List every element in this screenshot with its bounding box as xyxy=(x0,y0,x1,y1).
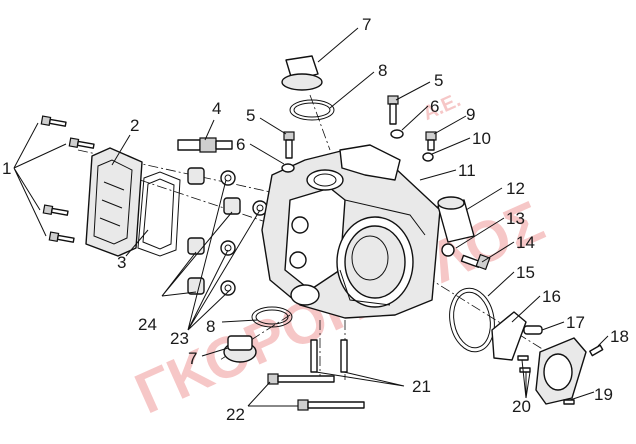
callout-8-top: 8 xyxy=(378,61,387,80)
callout-1: 1 xyxy=(2,159,11,178)
dowel-17 xyxy=(523,325,543,335)
washer-6-left xyxy=(281,163,295,173)
cap-nuts-and-washers xyxy=(187,167,268,296)
long-bolts-22 xyxy=(267,373,365,411)
intake-pipe xyxy=(437,196,475,243)
washer-13 xyxy=(441,243,455,257)
callout-13: 13 xyxy=(506,209,525,228)
callout-3: 3 xyxy=(117,253,126,272)
callout-22: 22 xyxy=(226,405,245,424)
callout-12: 12 xyxy=(506,179,525,198)
drain-plug-7-lower xyxy=(223,335,257,363)
cover-gasket xyxy=(137,171,181,257)
callout-11: 11 xyxy=(458,161,476,180)
callout-8-lower: 8 xyxy=(206,317,215,336)
callout-23: 23 xyxy=(170,329,189,348)
gasket-16 xyxy=(491,311,527,361)
callout-17: 17 xyxy=(566,313,585,332)
callout-4: 4 xyxy=(212,99,221,118)
washer-6-right xyxy=(390,129,404,139)
o-ring-top xyxy=(289,99,335,121)
callout-20: 20 xyxy=(512,397,531,416)
callout-18: 18 xyxy=(610,327,629,346)
sensor-9 xyxy=(425,131,437,151)
callout-2: 2 xyxy=(130,116,139,135)
callout-6-right: 6 xyxy=(430,97,439,116)
callout-6-left: 6 xyxy=(236,135,245,154)
bolt-5-right xyxy=(387,95,399,125)
callout-numbers: 1 2 3 4 5 6 7 8 5 6 9 10 11 12 13 14 15 … xyxy=(2,15,629,424)
valve-cover xyxy=(85,147,143,257)
callout-16: 16 xyxy=(542,287,561,306)
washer-10 xyxy=(422,152,434,162)
bolt-set-1 xyxy=(40,115,95,243)
o-ring-8-lower xyxy=(251,306,293,328)
callout-14: 14 xyxy=(516,233,535,252)
callout-19: 19 xyxy=(594,385,613,404)
callout-9: 9 xyxy=(466,105,475,124)
leader-lines xyxy=(13,27,609,407)
callout-5-left: 5 xyxy=(246,106,255,125)
o-ring-15 xyxy=(449,287,495,353)
cylinder-head xyxy=(261,144,441,319)
oil-filler-cap xyxy=(281,55,323,91)
screws-20 xyxy=(517,355,575,405)
side-cover-19 xyxy=(535,337,587,405)
spark-plug xyxy=(177,137,233,153)
callout-7-top: 7 xyxy=(362,15,371,34)
callout-21: 21 xyxy=(412,377,431,396)
bolt-14 xyxy=(460,253,491,271)
callout-24: 24 xyxy=(138,315,157,334)
bolt-5-left xyxy=(283,131,295,159)
callout-15: 15 xyxy=(516,263,535,282)
callout-10: 10 xyxy=(472,129,491,148)
screw-18 xyxy=(589,344,604,357)
callout-7-lower: 7 xyxy=(188,349,197,368)
callout-5-right: 5 xyxy=(434,71,443,90)
